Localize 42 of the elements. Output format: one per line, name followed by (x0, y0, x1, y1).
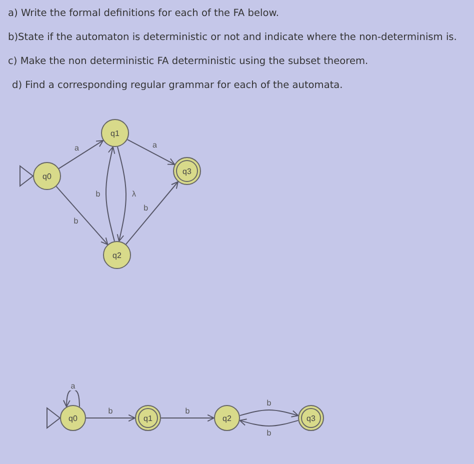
question-text: b)State if the automaton is deterministic or not and indicate where the non-determinism is. (8, 32, 457, 43)
transition-arrow (239, 410, 299, 418)
state-circle (101, 119, 129, 147)
edge-label: b (107, 406, 114, 416)
edge-label: a (74, 143, 80, 152)
transition-arrow (116, 146, 126, 242)
state-name: q3 (182, 166, 192, 176)
edge-label: b (266, 428, 272, 438)
edge-label: b (72, 216, 80, 226)
question-text: c) Make the non deterministic FA deterministic using the subset theorem. (8, 56, 368, 67)
state-name: q1 (144, 414, 152, 422)
transition-arrow (125, 181, 179, 245)
state-circle (214, 405, 240, 431)
transition-arrow (58, 140, 104, 170)
accepting-state-circle (135, 405, 161, 431)
state-name: q0 (42, 172, 52, 180)
state-circle (60, 405, 86, 431)
transition-arrow (63, 389, 80, 408)
transition-arrow (126, 139, 176, 165)
state-circle (33, 162, 61, 190)
edge-label: a (152, 140, 158, 150)
transition-arrow (160, 414, 214, 422)
accepting-state-circle (298, 405, 324, 431)
transition-arrow (106, 146, 116, 242)
question-text: a) Write the formal definitions for each of the FA below. (8, 8, 279, 19)
question-text: d) Find a corresponding regular grammar for each of the automata. (12, 80, 343, 91)
edge-label: a (70, 382, 76, 390)
state-name: q0 (68, 414, 78, 422)
state-name: q3 (306, 414, 316, 422)
edge-label: b (266, 398, 272, 408)
edge-label: b (94, 190, 102, 199)
state-name: q1 (110, 128, 120, 138)
edge-label: λ (130, 189, 137, 198)
state-name: q2 (112, 250, 122, 260)
state-circle (103, 241, 131, 269)
edge-label: b (184, 406, 191, 416)
accepting-state-circle (173, 157, 201, 185)
state-name: q2 (222, 414, 232, 422)
transition-arrow (86, 414, 136, 422)
transition-arrow (239, 418, 299, 426)
edge-label: b (142, 203, 150, 212)
transition-arrow (56, 186, 108, 246)
